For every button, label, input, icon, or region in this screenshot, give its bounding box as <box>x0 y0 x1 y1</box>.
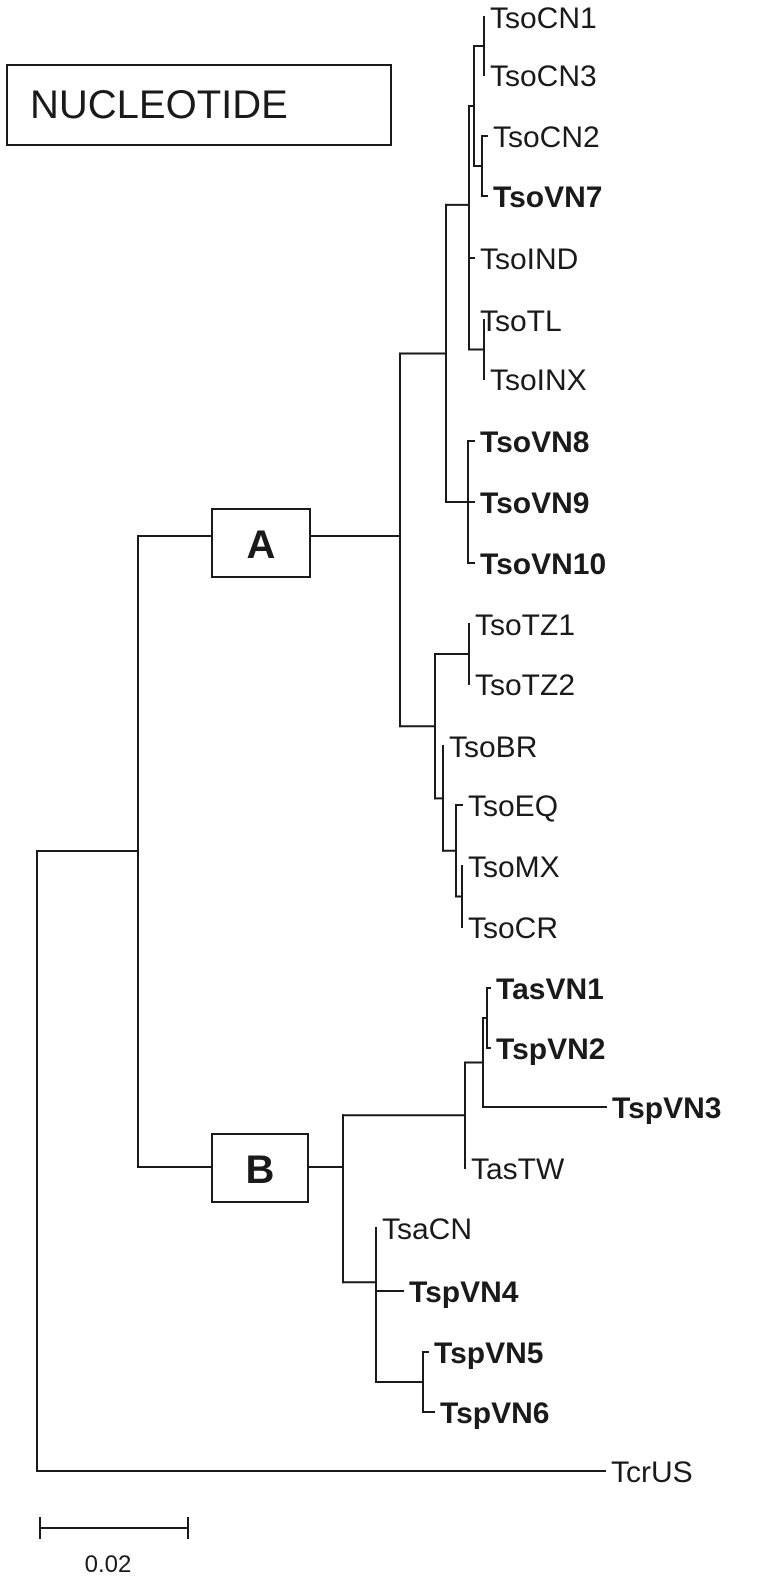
leaf-label-tsovn10: TsoVN10 <box>480 548 606 581</box>
leaf-label-tsotz2: TsoTZ2 <box>475 669 575 702</box>
leaf-label-tspvn5: TspVN5 <box>434 1337 543 1370</box>
leaf-label-tsotz1: TsoTZ1 <box>475 609 575 642</box>
leaf-label-tastw: TasTW <box>471 1153 565 1186</box>
title-text: NUCLEOTIDE <box>30 83 288 127</box>
clade-b-box: B <box>211 1133 309 1203</box>
leaf-label-tsovn8: TsoVN8 <box>480 426 589 459</box>
scale-bar: 0.02 <box>39 1517 189 1578</box>
leaf-label-tspvn2: TspVN2 <box>496 1033 605 1066</box>
scale-bar-label: 0.02 <box>85 1551 132 1578</box>
clade-a-box: A <box>211 508 311 578</box>
leaf-label-tsomx: TsoMX <box>468 851 560 884</box>
leaf-label-tsoinx: TsoINX <box>490 364 587 397</box>
leaf-label-tsocr: TsoCR <box>468 912 558 945</box>
leaf-label-tsovn9: TsoVN9 <box>480 487 589 520</box>
leaf-label-tsovn7: TsoVN7 <box>493 181 602 214</box>
leaf-label-tasvn1: TasVN1 <box>496 973 604 1006</box>
leaf-label-tsacn: TsaCN <box>382 1213 472 1246</box>
leaf-label-tsoeq: TsoEQ <box>468 790 558 823</box>
leaf-label-tspvn3: TspVN3 <box>612 1092 721 1125</box>
leaf-label-tcrus: TcrUS <box>611 1456 693 1489</box>
leaf-label-tsocn1: TsoCN1 <box>490 2 597 35</box>
leaf-label-tsotl: TsoTL <box>480 305 562 338</box>
leaf-label-tsocn2: TsoCN2 <box>493 121 600 154</box>
tree-edges <box>36 16 607 1472</box>
leaf-label-tsoind: TsoIND <box>480 243 578 276</box>
leaf-label-tspvn6: TspVN6 <box>440 1397 549 1430</box>
clade-b-label: B <box>246 1148 275 1192</box>
leaf-label-tsobr: TsoBR <box>449 731 537 764</box>
leaf-label-tspvn4: TspVN4 <box>409 1276 519 1309</box>
title-box: NUCLEOTIDE <box>6 64 392 146</box>
clade-a-label: A <box>247 523 276 567</box>
leaf-label-tsocn3: TsoCN3 <box>490 60 597 93</box>
